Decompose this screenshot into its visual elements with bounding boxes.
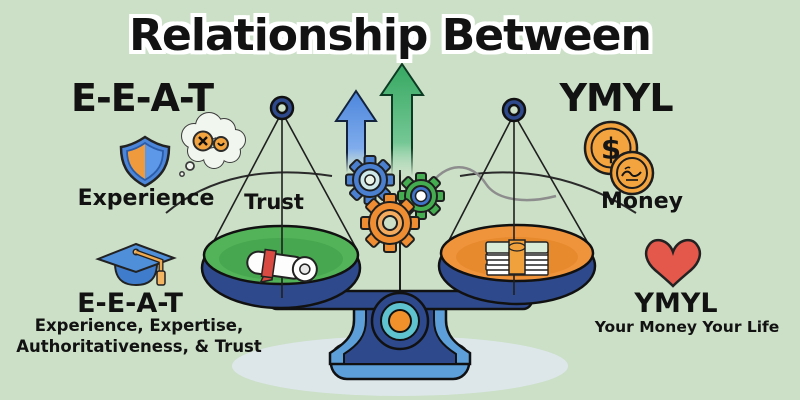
scale-hanger-rings [269,95,527,123]
eeat-heading: E-E-A-T [71,76,214,120]
experience-label: Experience [77,186,215,211]
thought-bubble-icon [179,112,246,177]
ymyl-acronym: YMYL [634,288,718,319]
graduation-cap-icon [95,242,177,287]
eeat-expansion-line1: Experience, Expertise, [34,316,244,335]
decorative-arcs [165,166,637,214]
eeat-expansion-line2: Authoritativeness, & Trust [16,337,262,356]
trust-label: Trust [244,190,304,214]
ymyl-expansion: Your Money Your Life [594,318,780,336]
scale-strings [205,111,593,257]
ymyl-heading: YMYL [559,76,673,120]
scale-hub [370,291,430,351]
eeat-acronym: E-E-A-T [77,288,183,319]
heart-icon [644,238,702,288]
growth-arrow-green-icon [379,62,425,177]
eeat-expansion: Experience, Expertise, Authoritativeness… [16,315,262,357]
gear-orange-icon [360,193,420,253]
diploma-scroll-icon [246,248,318,284]
money-stack-icon [485,239,549,276]
money-label: Money [601,189,683,214]
shield-icon [119,135,171,188]
page-title: Relationship Between [129,10,652,61]
coins-icon: $ [583,120,655,196]
